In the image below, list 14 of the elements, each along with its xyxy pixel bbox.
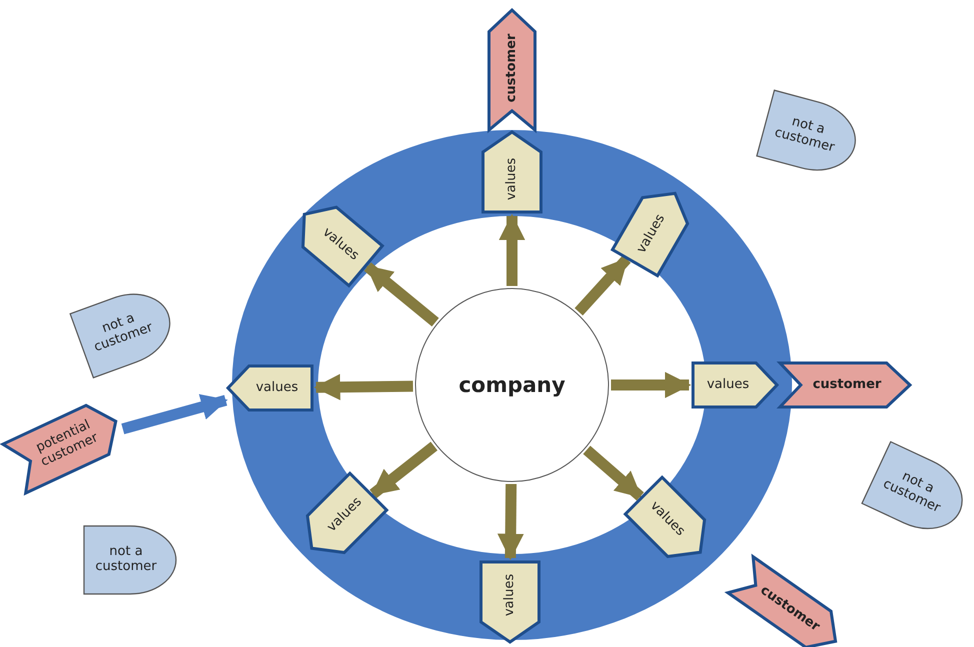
rounded-tag: not a customer [84, 526, 176, 594]
company-circle: company [415, 288, 609, 482]
arrow [314, 374, 414, 400]
arrow [121, 394, 228, 434]
arrow [370, 442, 438, 498]
arrow [583, 446, 644, 501]
arrow [611, 372, 692, 398]
arrow [497, 484, 524, 560]
arrow [364, 262, 439, 327]
values-tag: values [481, 562, 539, 642]
values-tag: values [693, 363, 777, 407]
arrow [574, 255, 631, 316]
values-tag: values [228, 366, 312, 410]
arrow [498, 214, 526, 286]
